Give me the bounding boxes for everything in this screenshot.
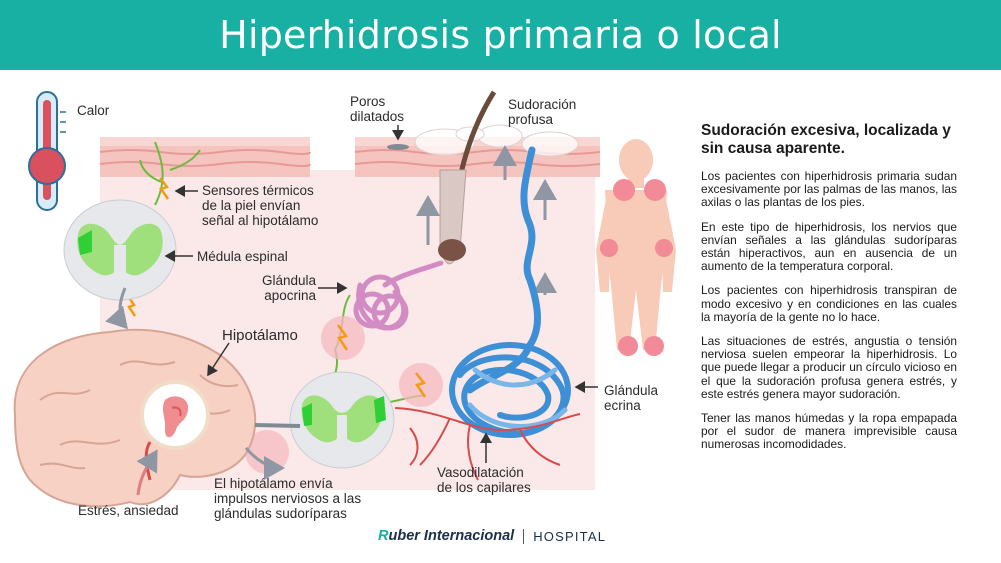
panel-heading: Sudoración excesiva, localizada y sin ca… (701, 122, 951, 157)
spinal-cord-top (63, 199, 177, 301)
page-title: Hiperhidrosis primaria o local (219, 13, 782, 57)
label-medula: Médula espinal (197, 249, 288, 264)
panel-paragraph: Los pacientes con hiperhidrosis transpir… (701, 283, 957, 324)
logo-divider (523, 528, 525, 544)
brand-hospital: HOSPITAL (533, 528, 607, 544)
label-impulsos: El hipotálamo envía impulsos nerviosos a… (214, 476, 362, 521)
dilated-pore (387, 144, 409, 150)
thermometer-icon (28, 91, 66, 211)
flow-arrows (105, 287, 285, 496)
info-panel: Sudoración excesiva, localizada y sin ca… (701, 122, 957, 463)
label-glandula-ecrina: Glándula ecrina (604, 383, 659, 413)
illustration-canvas (13, 90, 676, 508)
label-vasodilatacion: Vasodilatación de los capilares (437, 465, 531, 495)
label-sensores: Sensores térmicos de la piel envían seña… (202, 183, 319, 228)
label-calor: Calor (77, 103, 110, 118)
sweat-flow-arrows (416, 145, 557, 295)
pointer-arrows (164, 125, 598, 463)
illustration: Calor Poros dilatados Sudoración profusa… (0, 70, 690, 563)
label-glandula-apocrina: Glándula apocrina (261, 273, 316, 303)
hair-bulb (438, 239, 466, 261)
label-poros: Poros dilatados (350, 94, 405, 124)
apocrine-gland (353, 260, 444, 331)
panel-paragraph: En este tipo de hiperhidrosis, los nervi… (701, 219, 957, 274)
body-silhouette (596, 139, 676, 356)
panel-paragraph: Los pacientes con hiperhidrosis primaria… (701, 169, 957, 210)
skin-strip-left (99, 137, 311, 177)
brand-name: Ruber Internacional (378, 528, 515, 544)
label-estres: Estrés, ansiedad (78, 503, 179, 518)
label-sudoracion: Sudoración profusa (508, 97, 577, 127)
footer-logo: Ruber Internacional HOSPITAL (378, 526, 606, 546)
header-bar: Hiperhidrosis primaria o local (0, 0, 1001, 70)
panel-paragraph: Las situaciones de estrés, angustia o te… (701, 334, 957, 401)
brain-to-cord-arrow (254, 423, 301, 428)
capillaries (394, 407, 581, 481)
spinal-cord-bottom (289, 371, 395, 469)
label-hipotalamo: Hipotálamo (222, 327, 298, 344)
eccrine-gland (449, 146, 571, 438)
panel-paragraph: Tener las manos húmedas y la ropa empapa… (701, 411, 957, 452)
sweat-bubbles (414, 124, 579, 157)
